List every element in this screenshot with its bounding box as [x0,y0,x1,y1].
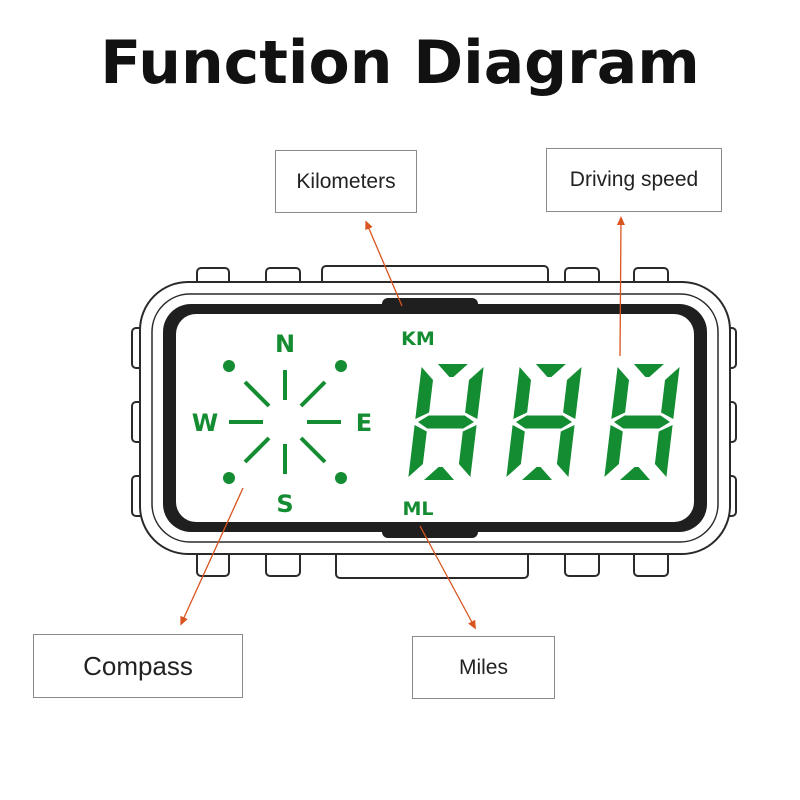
digit-segment-g [516,415,572,429]
compass-west-label: W [192,409,218,437]
arrow-driving-speed [616,216,625,357]
callout-driving-speed-label: Driving speed [569,168,699,191]
arrow-miles [419,525,476,630]
compass-ray [243,380,271,408]
km-indicator: KM [401,328,435,350]
callout-compass: Compass [33,634,243,698]
digit-segment-a [633,364,664,377]
digit-segment-d [424,467,454,480]
compass-north-label: N [275,330,295,358]
compass-dot-ne [335,360,347,372]
digit-segment-b [563,367,582,419]
digit-segment-b [465,367,484,419]
digit-segment-d [522,467,552,480]
speed-digit [408,364,484,480]
compass-dot-se [335,472,347,484]
compass-ray [299,436,327,464]
arrow-kilometers [365,220,403,307]
bezel-notch-top [382,298,478,310]
callout-driving-speed: Driving speed [546,148,722,212]
callout-miles: Miles [412,636,555,699]
digit-segment-g [418,415,474,429]
digit-segment-b [661,367,680,419]
digit-segment-f [415,367,433,419]
digit-segment-a [437,364,468,377]
callout-kilometers-label: Kilometers [296,169,396,193]
leader-lines [180,216,625,630]
digit-segment-g [614,415,670,429]
callout-compass-label: Compass [83,650,193,681]
compass-dot-nw [223,360,235,372]
digit-segment-a [535,364,566,377]
speed-digit [604,364,680,480]
digit-segment-e [408,425,427,477]
compass-ray [243,436,271,464]
digit-segment-f [611,367,629,419]
digit-segment-c [556,425,575,477]
speed-digits [408,364,680,480]
ml-indicator: ML [402,498,433,520]
compass-ray [299,380,327,408]
digit-segment-d [620,467,650,480]
page-title: Function Diagram [100,28,700,98]
digit-segment-e [506,425,525,477]
compass-south-label: S [276,490,293,518]
digit-segment-c [654,425,673,477]
arrow-compass [180,487,244,626]
compass-rays [229,370,341,474]
digit-segment-c [458,425,477,477]
compass-east-label: E [356,409,372,437]
bezel-notch-bottom [382,526,478,538]
callout-miles-label: Miles [458,655,508,679]
compass-display: N S W E [192,330,372,518]
digit-segment-e [604,425,623,477]
digit-segment-f [513,367,531,419]
compass-dot-sw [223,472,235,484]
callout-kilometers: Kilometers [275,150,417,213]
speed-digit [506,364,582,480]
